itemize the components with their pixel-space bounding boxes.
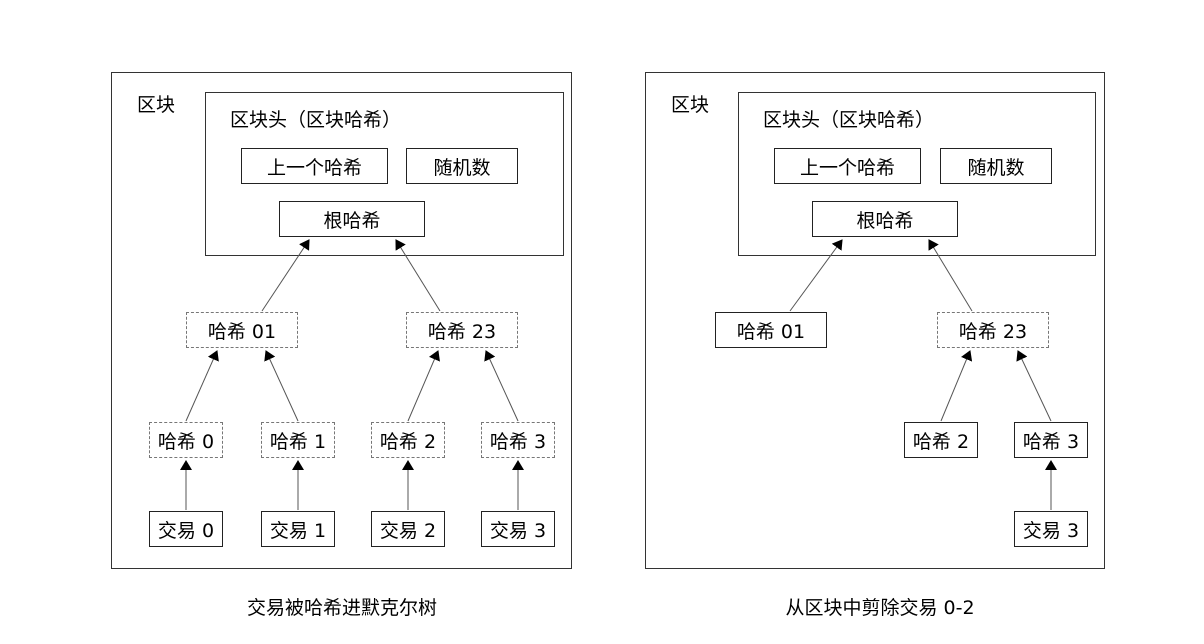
edge-right-hash23-to-root <box>928 239 973 312</box>
left-hash01-box: 哈希 01 <box>186 312 298 348</box>
right-hash01-box: 哈希 01 <box>715 312 827 348</box>
left-hash23-box: 哈希 23 <box>406 312 518 348</box>
right-hash3-box: 哈希 3 <box>1014 422 1088 458</box>
left-caption: 交易被哈希进默克尔树 <box>246 597 437 619</box>
right-block-label: 区块 <box>671 94 710 116</box>
left-block-label: 区块 <box>137 94 176 116</box>
left-tx3-box: 交易 3 <box>481 511 555 547</box>
edge-left-hash0-to-hash01 <box>185 350 219 422</box>
left-hash3-box: 哈希 3 <box>481 422 555 458</box>
left-tx1-box: 交易 1 <box>261 511 335 547</box>
right-caption: 从区块中剪除交易 0-2 <box>785 597 975 619</box>
left-hash0-box: 哈希 0 <box>149 422 223 458</box>
edge-left-hash01-to-root <box>261 239 310 312</box>
right-tx3-box: 交易 3 <box>1014 511 1088 547</box>
right-root-hash-box: 根哈希 <box>812 201 958 237</box>
edge-left-hash2-to-hash23 <box>407 350 440 422</box>
edge-left-hash3-to-hash23 <box>484 350 519 422</box>
edge-left-hash23-to-root <box>395 239 441 312</box>
left-hash2-box: 哈希 2 <box>371 422 445 458</box>
left-block-header-label: 区块头（区块哈希） <box>230 109 402 131</box>
left-prev-hash-box: 上一个哈希 <box>241 148 388 184</box>
edge-right-hash2-to-hash23 <box>940 350 973 422</box>
left-nonce-box: 随机数 <box>406 148 518 184</box>
edge-right-hash3-to-hash23 <box>1016 350 1052 422</box>
left-root-hash-box: 根哈希 <box>279 201 425 237</box>
right-hash2-box: 哈希 2 <box>904 422 978 458</box>
left-hash1-box: 哈希 1 <box>261 422 335 458</box>
edge-left-hash1-to-hash01 <box>264 350 299 422</box>
left-tx0-box: 交易 0 <box>149 511 223 547</box>
edge-right-hash01-to-root <box>789 239 843 312</box>
right-block-header-label: 区块头（区块哈希） <box>763 109 935 131</box>
right-prev-hash-box: 上一个哈希 <box>774 148 921 184</box>
left-tx2-box: 交易 2 <box>371 511 445 547</box>
right-hash23-box: 哈希 23 <box>937 312 1049 348</box>
right-nonce-box: 随机数 <box>940 148 1052 184</box>
